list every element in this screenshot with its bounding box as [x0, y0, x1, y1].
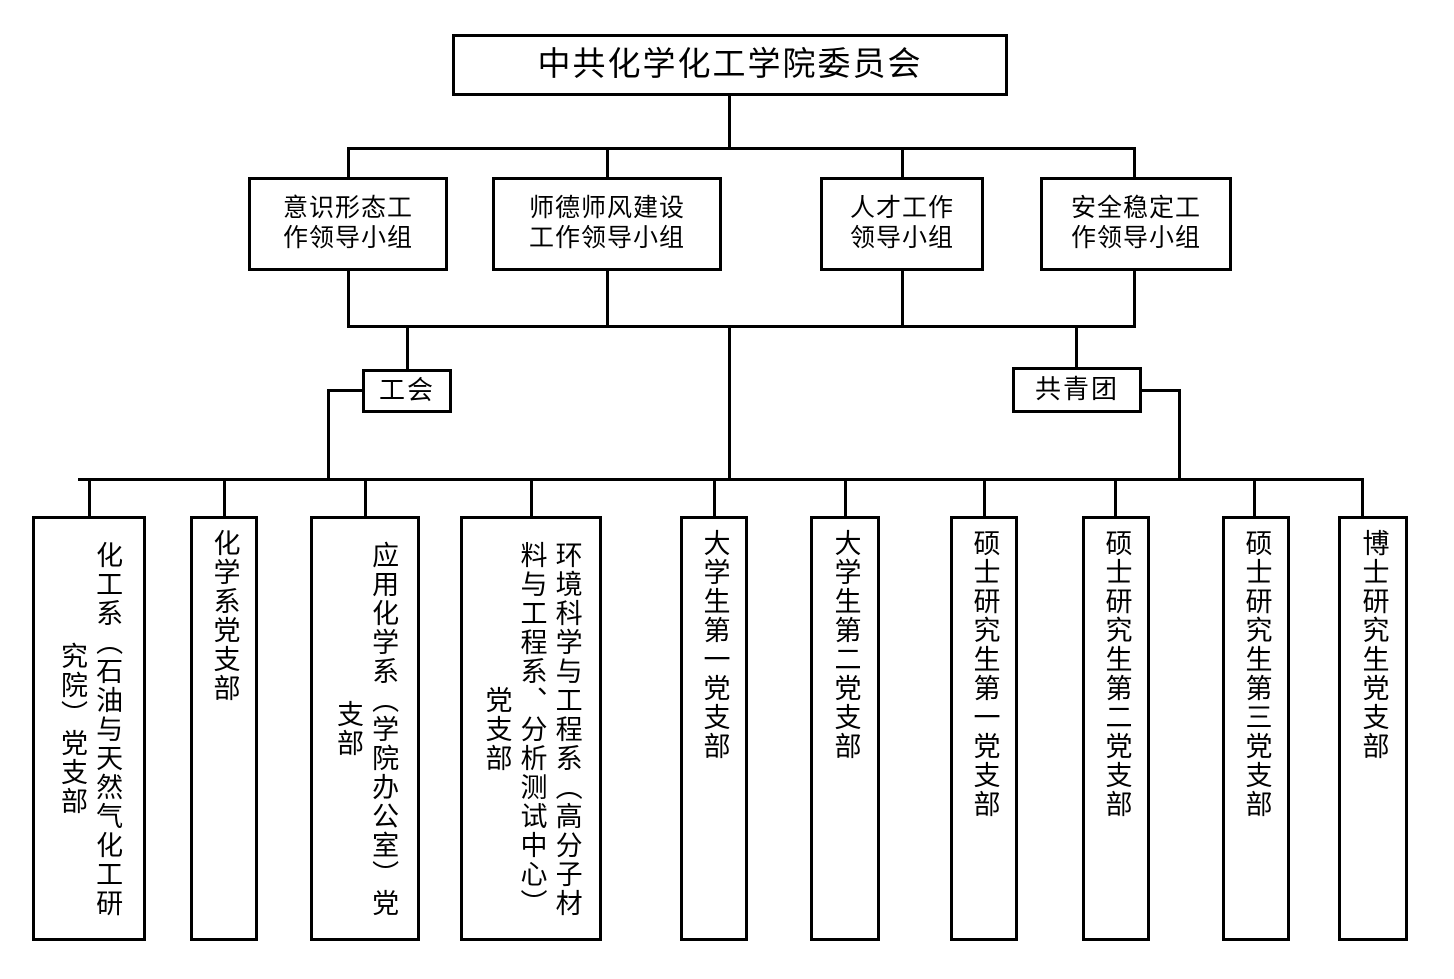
node-ideology-work-group[interactable]: 意识形态工 作领导小组	[248, 177, 448, 271]
node-label: 硕士研究生第一党支部	[969, 529, 1000, 819]
connector-bottom-bus	[78, 478, 1363, 481]
node-youth-league[interactable]: 共青团	[1012, 367, 1142, 413]
connector-branch-drop-0	[88, 478, 91, 518]
connector-row2-drop-2	[901, 147, 904, 177]
node-label: 意识形态工 作领导小组	[282, 194, 413, 253]
connector-row2-bus	[347, 147, 1133, 150]
node-branch-chemistry[interactable]: 化学系党支部	[190, 516, 258, 941]
connector-g3-down	[1133, 271, 1136, 328]
connector-youth-to-bottom	[1178, 389, 1181, 481]
node-label: 硕士研究生第三党支部	[1241, 529, 1272, 819]
connector-branch-drop-1	[223, 478, 226, 518]
connector-youth-right-stub	[1139, 389, 1181, 392]
node-teacher-ethics-work-group[interactable]: 师德师风建设 工作领导小组	[492, 177, 722, 271]
node-safety-stability-work-group[interactable]: 安全稳定工 作领导小组	[1040, 177, 1232, 271]
connector-branch-drop-4	[713, 478, 716, 518]
connector-root-drop	[728, 96, 731, 148]
connector-branch-drop-7	[1114, 478, 1117, 518]
connector-branch-drop-6	[983, 478, 986, 518]
node-branch-undergraduate-second[interactable]: 大学生第二党支部	[810, 516, 880, 941]
node-label: 化工系（石油与天然气化工研究院）党支部	[57, 540, 123, 918]
connector-row2-drop-3	[1133, 147, 1136, 177]
connector-youth-drop	[1075, 325, 1078, 369]
node-label: 环境科学与工程系（高分子材料与工程系、分析测试中心）党支部	[481, 540, 582, 918]
connector-branch-drop-5	[844, 478, 847, 518]
node-branch-chemical-engineering[interactable]: 化工系（石油与天然气化工研究院）党支部	[32, 516, 146, 941]
node-label: 博士研究生党支部	[1358, 529, 1389, 761]
node-label: 化学系党支部	[209, 529, 240, 703]
node-branch-undergraduate-first[interactable]: 大学生第一党支部	[680, 516, 748, 941]
connector-row3-bus	[347, 325, 1136, 328]
node-label: 硕士研究生第二党支部	[1101, 529, 1132, 819]
connector-branch-drop-9	[1361, 478, 1364, 518]
connector-union-drop	[406, 325, 409, 371]
node-label: 大学生第二党支部	[830, 529, 861, 761]
connector-union-to-bottom	[327, 389, 330, 481]
node-label: 应用化学系（学院办公室）党支部	[333, 540, 399, 918]
node-talent-work-group[interactable]: 人才工作 领导小组	[820, 177, 984, 271]
node-branch-master-third[interactable]: 硕士研究生第三党支部	[1222, 516, 1290, 941]
connector-branch-drop-8	[1253, 478, 1256, 518]
node-branch-master-second[interactable]: 硕士研究生第二党支部	[1082, 516, 1150, 941]
node-branch-master-first[interactable]: 硕士研究生第一党支部	[950, 516, 1018, 941]
node-label: 共青团	[1034, 375, 1119, 405]
connector-row2-drop-1	[606, 147, 609, 177]
connector-center-spine	[728, 325, 731, 480]
connector-g0-down	[347, 271, 350, 328]
connector-union-left-stub	[327, 389, 365, 392]
node-branch-doctoral[interactable]: 博士研究生党支部	[1338, 516, 1408, 941]
node-branch-environmental-science[interactable]: 环境科学与工程系（高分子材料与工程系、分析测试中心）党支部	[460, 516, 602, 941]
connector-g1-down	[606, 271, 609, 328]
connector-g2-down	[901, 271, 904, 328]
node-label: 工会	[378, 376, 435, 406]
node-label: 人才工作 领导小组	[849, 194, 954, 253]
node-party-committee[interactable]: 中共化学化工学院委员会	[452, 34, 1008, 96]
node-label: 大学生第一党支部	[699, 529, 730, 761]
connector-branch-drop-3	[530, 478, 533, 518]
connector-row2-drop-0	[347, 147, 350, 177]
node-labor-union[interactable]: 工会	[362, 369, 452, 413]
node-label: 师德师风建设 工作领导小组	[528, 194, 685, 253]
node-label: 安全稳定工 作领导小组	[1070, 194, 1201, 253]
connector-branch-drop-2	[364, 478, 367, 518]
node-branch-applied-chemistry[interactable]: 应用化学系（学院办公室）党支部	[310, 516, 420, 941]
node-label: 中共化学化工学院委员会	[537, 46, 923, 83]
